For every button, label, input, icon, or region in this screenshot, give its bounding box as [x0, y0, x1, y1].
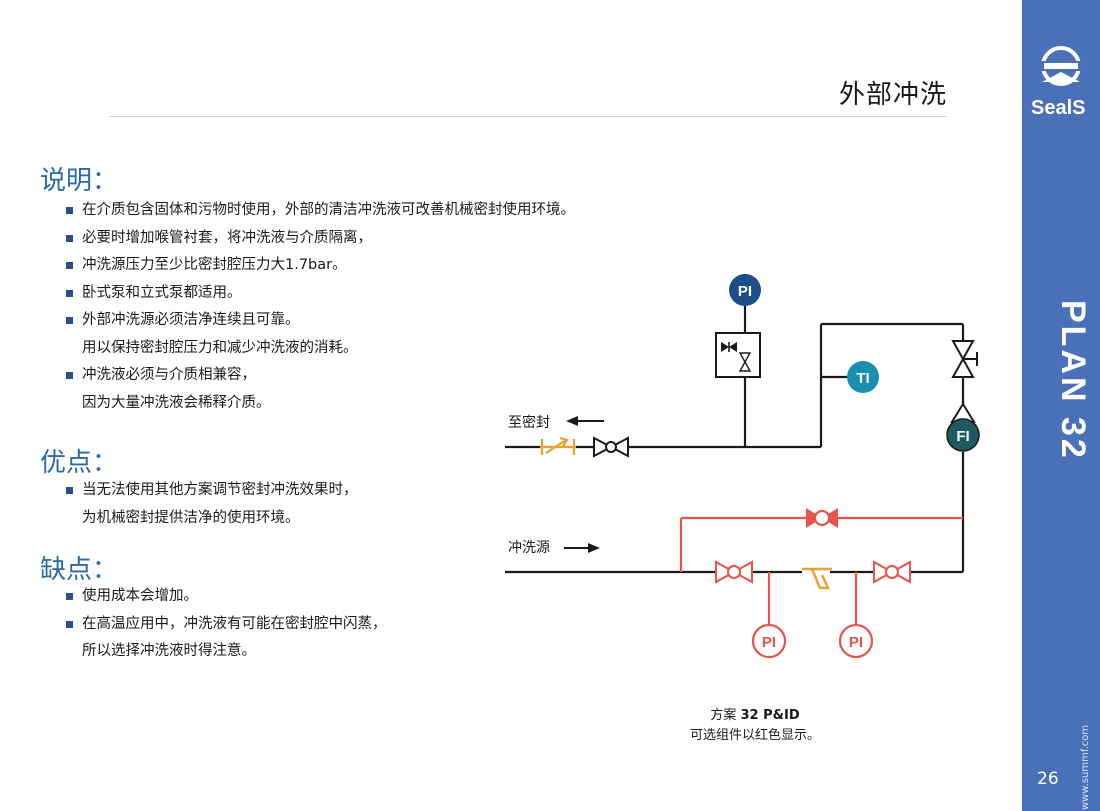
flush-source-label: 冲洗源	[508, 540, 550, 556]
pressure-indicator-right: PI	[838, 623, 874, 659]
left-isolation-valve-icon	[715, 560, 753, 584]
description-list: 在介质包含固体和污物时使用，外部的清洁冲洗液可改善机械密封使用环境。 必要时增加…	[66, 197, 575, 417]
list-item: 必要时增加喉管衬套，将冲洗液与介质隔离，	[66, 225, 575, 253]
svg-text:FI: FI	[956, 428, 969, 445]
list-item: 外部冲洗源必须洁净连续且可靠。用以保持密封腔压力和减少冲洗液的消耗。	[66, 307, 575, 362]
bypass-valve-icon	[806, 508, 838, 528]
bullet-icon	[66, 487, 73, 494]
pressure-indicator-top: PI	[729, 274, 761, 306]
seal-line-valve-icon	[593, 436, 629, 458]
title-divider	[110, 116, 946, 117]
strainer-icon	[802, 567, 832, 590]
list-item: 冲洗源压力至少比密封腔压力大1.7bar。	[66, 252, 575, 280]
list-item: 冲洗液必须与介质相兼容，因为大量冲洗液会稀释介质。	[66, 362, 575, 417]
page-number: 26	[1037, 769, 1059, 789]
temperature-indicator: TI	[847, 361, 879, 393]
list-item: 在高温应用中，冲洗液有可能在密封腔中闪蒸，所以选择冲洗液时得注意。	[66, 611, 387, 666]
riser-valve-icon	[951, 340, 978, 378]
bullet-icon	[66, 289, 73, 297]
to-seal-label: 至密封	[508, 414, 550, 431]
pid-diagram: PI TI FI	[505, 274, 980, 659]
advantages-list: 当无法使用其他方案调节密封冲洗效果时，为机械密封提供洁净的使用环境。	[66, 477, 358, 532]
bullet-icon	[66, 317, 73, 324]
plan-label: PLAN 32	[1054, 300, 1092, 461]
svg-text:PI: PI	[849, 634, 863, 651]
page-title: 外部冲洗	[838, 80, 947, 110]
bullet-icon	[66, 372, 73, 379]
svg-text:PI: PI	[738, 283, 752, 300]
bullet-icon	[66, 262, 73, 269]
svg-text:TI: TI	[856, 370, 869, 387]
advantages-heading: 优点：	[40, 448, 119, 478]
list-item: 在介质包含固体和污物时使用，外部的清洁冲洗液可改善机械密封使用环境。	[66, 197, 575, 225]
sidebar	[1022, 0, 1100, 811]
left-arrow-icon	[566, 416, 604, 426]
flow-indicator: FI	[946, 402, 980, 452]
seals-logo-icon	[1040, 46, 1082, 86]
svg-text:PI: PI	[762, 634, 776, 651]
list-item: 使用成本会增加。	[66, 583, 387, 611]
pressure-indicator-left: PI	[751, 623, 787, 659]
list-item: 卧式泵和立式泵都适用。	[66, 280, 575, 308]
bullet-icon	[66, 593, 73, 600]
description-heading: 说明：	[40, 166, 119, 196]
right-arrow-icon	[564, 543, 600, 553]
bullet-icon	[66, 234, 73, 242]
bullet-icon	[66, 620, 73, 628]
disadvantages-list: 使用成本会增加。 在高温应用中，冲洗液有可能在密封腔中闪蒸，所以选择冲洗液时得注…	[66, 583, 387, 666]
bypass-line	[679, 516, 963, 627]
right-isolation-valve-icon	[873, 560, 911, 584]
website-url: www.summf.com	[1080, 724, 1091, 810]
diagram-caption: 方案 32 P&ID 可选组件以红色显示。	[689, 708, 820, 743]
needle-valve-box	[715, 332, 761, 378]
logo-text: SealS	[1031, 97, 1086, 119]
bullet-icon	[66, 207, 73, 214]
check-valve-icon	[540, 436, 576, 455]
disadvantages-heading: 缺点：	[40, 555, 119, 585]
list-item: 当无法使用其他方案调节密封冲洗效果时，为机械密封提供洁净的使用环境。	[66, 477, 358, 532]
